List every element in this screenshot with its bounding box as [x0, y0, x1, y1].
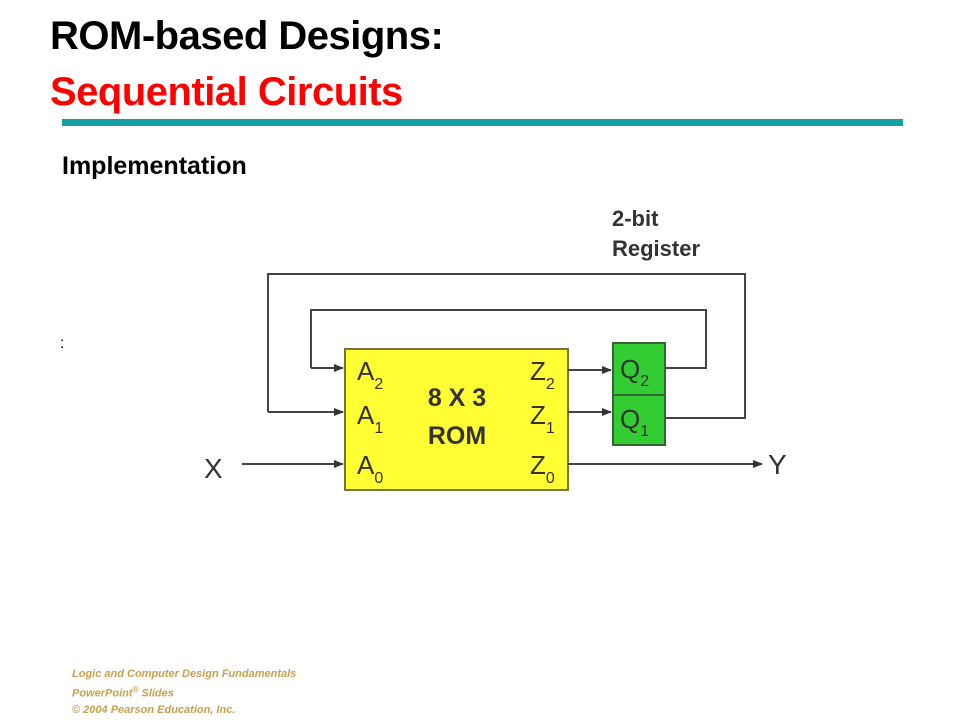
- rom-block: [344, 348, 569, 491]
- footer-line2-reg: ®: [132, 685, 139, 694]
- register-q2-label: Q2: [620, 354, 649, 390]
- copyright-footer: Logic and Computer Design Fundamentals P…: [72, 666, 296, 718]
- footer-line2-post: Slides: [138, 687, 174, 700]
- output-y-label: Y: [768, 449, 787, 480]
- footer-line2: PowerPoint® Slides: [72, 682, 296, 702]
- rom-output-z1: Z1: [530, 400, 555, 437]
- slide-title-line1: ROM-based Designs:: [50, 14, 444, 58]
- section-subheading: Implementation: [62, 152, 247, 180]
- register-label-line2: Register: [612, 236, 700, 261]
- stray-mark: :: [60, 335, 65, 352]
- footer-line3: © 2004 Pearson Education, Inc.: [72, 703, 236, 716]
- register-cell-q2: [612, 342, 666, 396]
- slide-title-line2: Sequential Circuits: [50, 70, 403, 114]
- rom-label-line2: ROM: [428, 422, 486, 450]
- rom-input-a2: A2: [357, 356, 383, 393]
- rom-input-a1: A1: [357, 400, 383, 437]
- register-q1-label: Q1: [620, 404, 649, 440]
- footer-line1: Logic and Computer Design Fundamentals: [72, 668, 297, 680]
- register-cell-q1: [612, 394, 666, 446]
- rom-output-z2: Z2: [530, 356, 555, 393]
- feedback-wire-outer: [267, 273, 746, 419]
- footer-line2-pre: PowerPoint: [72, 687, 133, 700]
- title-divider: [62, 119, 903, 126]
- rom-output-z0: Z0: [530, 450, 555, 487]
- rom-label-line1: 8 X 3: [428, 384, 486, 412]
- input-x-label: X: [204, 453, 223, 484]
- feedback-wire-inner: [310, 309, 707, 372]
- register-label-line1: 2-bit: [612, 206, 659, 231]
- rom-input-a0: A0: [357, 450, 383, 487]
